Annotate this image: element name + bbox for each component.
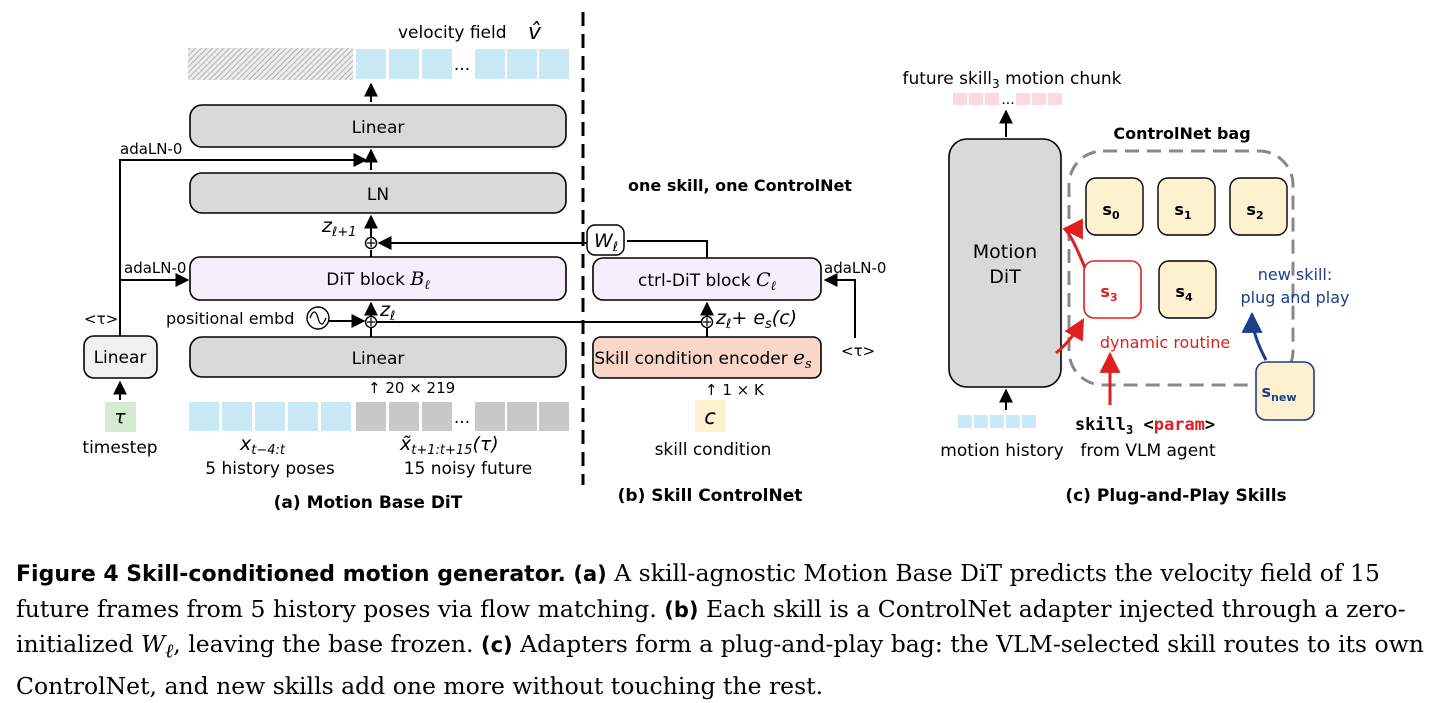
- adaln-top-label: adaLN-0: [120, 140, 182, 158]
- skill-s4-label: s4: [1175, 282, 1193, 304]
- ctrl-sum-label: zℓ+ es(c): [715, 307, 797, 332]
- ln-box: [189, 172, 567, 214]
- linear-bottom-box: [189, 336, 567, 378]
- controlnet-heading: one skill, one ControlNet: [628, 176, 852, 195]
- condition-shape-label: ↑ 1 × K: [705, 381, 765, 399]
- route-arrow-to-dit: [1061, 218, 1087, 269]
- caption-w-symbol: W: [140, 630, 166, 658]
- c-symbol: c: [704, 405, 716, 429]
- future-label: 15 noisy future: [404, 459, 533, 479]
- c-token: [695, 400, 726, 432]
- new-skill-arrow: [1241, 311, 1268, 361]
- tau-bracket-left: <τ>: [84, 310, 118, 328]
- tau-bracket-right: <τ>: [841, 342, 875, 360]
- linear-left-box: [83, 335, 158, 379]
- caption-b-label: (b): [664, 598, 699, 622]
- input-ellipsis: ...: [454, 408, 470, 428]
- panel-a-title: (a) Motion Base DiT: [274, 493, 463, 513]
- dit-block-label: DiT block Bℓ: [326, 268, 430, 293]
- future-symbol: x̃t+1:t+15(τ): [399, 433, 499, 458]
- linear-top-label: Linear: [352, 118, 405, 138]
- tau-symbol: τ: [114, 406, 126, 428]
- motion-dit-label-1: Motion: [973, 241, 1037, 263]
- caption-label: Figure 4: [16, 562, 119, 587]
- skill-s3-label: s3: [1100, 282, 1117, 304]
- caption-c-text: Adapters form a plug-and-play bag: the V…: [16, 630, 1424, 700]
- future-chunk-ellipsis: ...: [1001, 92, 1014, 108]
- motion-history-label: motion history: [940, 441, 1063, 461]
- skill-encoder-label: Skill condition encoder es: [594, 345, 812, 372]
- new-skill-label-1: new skill:: [1258, 265, 1332, 284]
- velocity-ellipsis: ...: [454, 55, 470, 75]
- history-label: 5 history poses: [205, 459, 335, 479]
- history-symbol: xt−4:t: [239, 433, 286, 458]
- linear-left-label: Linear: [94, 348, 147, 368]
- motion-dit-box: [948, 138, 1062, 388]
- skill-s4: [1158, 260, 1217, 319]
- motion-history-tokens: [958, 415, 1036, 428]
- skill-s2: [1229, 177, 1288, 236]
- skill-s1: [1157, 177, 1216, 236]
- figure-caption: Figure 4 Skill-conditioned motion genera…: [16, 556, 1428, 703]
- future-chunk-tokens: [953, 93, 1062, 105]
- caption-bold-title: Skill-conditioned motion generator.: [126, 562, 566, 587]
- input-shape-label: ↑ 20 × 219: [368, 379, 455, 397]
- skill-controlnet-panel: one skill, one ControlNet Wℓ ctrl-DiT bl…: [377, 176, 886, 506]
- ctrl-to-w-line: [627, 240, 708, 258]
- route-arrow-from-dit: [1055, 318, 1085, 355]
- w-box: [586, 224, 625, 256]
- caption-b-text2: , leaving the base frozen.: [173, 630, 481, 658]
- motion-base-dit-panel: ... velocity field v̂ Linear adaLN-0 LN …: [82, 20, 571, 513]
- linear-bottom-label: Linear: [352, 349, 405, 369]
- adaln-mid-label: adaLN-0: [124, 259, 186, 277]
- panel-c-title: (c) Plug-and-Play Skills: [1065, 486, 1286, 506]
- controlnet-bag: [1067, 149, 1295, 387]
- timestep-label: timestep: [82, 438, 157, 458]
- velocity-field-label: velocity field: [398, 23, 507, 43]
- from-vlm-label: from VLM agent: [1080, 441, 1216, 461]
- z-l-label: zℓ: [379, 299, 395, 324]
- skill-snew-label: snew: [1262, 382, 1297, 404]
- skill-snew: [1255, 361, 1315, 421]
- caption-b-text: Each skill is a ControlNet adapter injec…: [16, 595, 1406, 658]
- adaln-top-line: [119, 153, 368, 290]
- caption-w-sub: ℓ: [165, 639, 174, 663]
- linear-top-box: [189, 104, 567, 148]
- skill-condition-label: skill condition: [655, 440, 772, 460]
- velocity-symbol: v̂: [528, 20, 542, 45]
- new-skill-label-2: plug and play: [1240, 288, 1349, 307]
- dit-block-box: [189, 256, 567, 301]
- panel-b-title: (b) Skill ControlNet: [618, 486, 803, 506]
- skill-encoder-box: [592, 336, 822, 379]
- tau-token: [105, 402, 136, 432]
- caption-a-label: (a): [573, 562, 607, 586]
- w-label: Wℓ: [594, 230, 618, 255]
- skill-s0-label: s0: [1102, 200, 1120, 222]
- adaln-right-label: adaLN-0: [824, 259, 886, 277]
- skill-s1-label: s1: [1174, 200, 1191, 222]
- plug-and-play-panel: future skill3 motion chunk ... Motion Di…: [902, 69, 1349, 506]
- positional-embd-label: positional embd: [166, 309, 294, 328]
- skill-motion-generator-diagram: ... velocity field v̂ Linear adaLN-0 LN …: [82, 12, 1350, 513]
- skill-command: skill3 <param>: [1075, 415, 1215, 437]
- skill-s2-label: s2: [1246, 200, 1263, 222]
- skill-s3: [1083, 260, 1142, 319]
- z-next-label: zℓ+1: [321, 215, 357, 240]
- controlnet-bag-title: ControlNet bag: [1113, 124, 1250, 143]
- ctrl-dit-block-box: [592, 257, 822, 301]
- motion-dit-label-2: DiT: [989, 266, 1021, 288]
- adaln-right-line: [823, 273, 856, 338]
- caption-a-text: A skill-agnostic Motion Base DiT predict…: [16, 559, 1380, 623]
- ctrl-dit-block-label: ctrl-DiT block Cℓ: [638, 269, 777, 294]
- velocity-field-tokens: [188, 47, 571, 81]
- future-chunk-label: future skill3 motion chunk: [902, 69, 1121, 91]
- ln-label: LN: [367, 185, 389, 205]
- caption-c-label: (c): [481, 633, 513, 657]
- skill-s0: [1085, 177, 1144, 236]
- input-tokens: [187, 400, 571, 433]
- dynamic-routine-label: dynamic routine: [1100, 333, 1230, 352]
